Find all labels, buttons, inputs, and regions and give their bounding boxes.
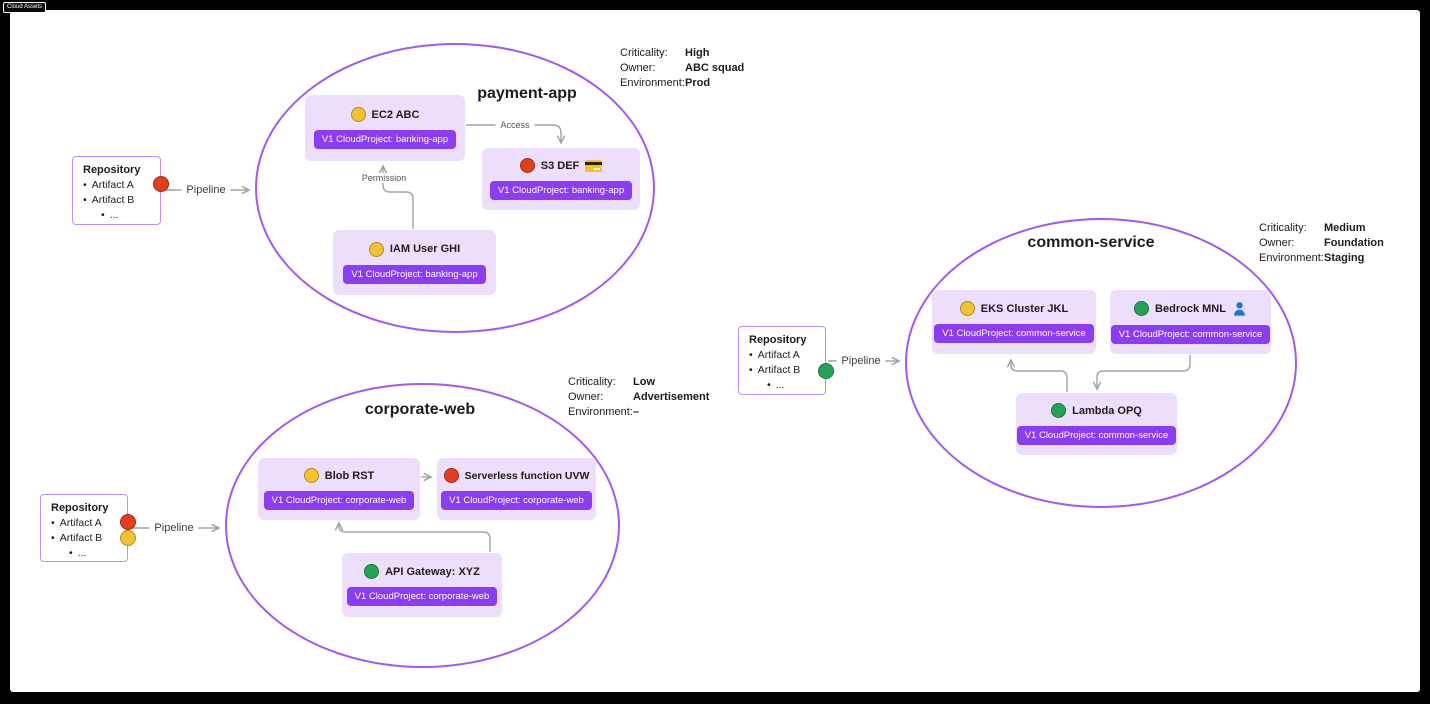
window-tab: Cloud Assets	[3, 2, 47, 13]
meta-value-environment: Staging	[1324, 252, 1365, 264]
meta-corporate-web: Criticality: Low Owner: Advertisement En…	[568, 376, 709, 418]
person-icon	[1234, 301, 1245, 316]
repo-item-artifact-b: Artifact B	[749, 363, 817, 378]
repo-item-artifact-b: Artifact B	[83, 193, 152, 208]
status-dot-red	[443, 468, 459, 483]
node-ec2-abc[interactable]: EC2 ABC V1 CloudProject: banking-app	[305, 95, 465, 161]
repo-item-more: ...	[69, 546, 119, 561]
node-label: Blob RST	[324, 469, 375, 482]
meta-value-environment: –	[633, 406, 640, 418]
repo-item-more: ...	[101, 208, 152, 223]
meta-label-criticality: Criticality:	[568, 376, 616, 388]
cloud-project-badge: V1 CloudProject: banking-app	[313, 130, 457, 149]
meta-label-owner: Owner:	[568, 391, 604, 403]
node-label: EC2 ABC	[371, 108, 420, 121]
artifact-status-dot-red	[120, 514, 136, 530]
cloud-project-badge: V1 CloudProject: banking-app	[489, 181, 633, 200]
group-title-corporate-web: corporate-web	[364, 401, 476, 418]
repo-corporate-web[interactable]: Repository Artifact A Artifact B ...	[40, 494, 136, 562]
node-label: API Gateway: XYZ	[385, 565, 480, 578]
meta-value-owner: Advertisement	[633, 391, 710, 403]
meta-label-owner: Owner:	[620, 62, 656, 74]
group-ellipse-common-service[interactable]	[905, 218, 1297, 508]
cloud-project-badge: V1 CloudProject: common-service	[1110, 324, 1271, 344]
cloud-project-badge: V1 CloudProject: corporate-web	[263, 491, 415, 510]
status-dot-red	[519, 158, 535, 173]
repo-item-artifact-a: Artifact A	[51, 516, 119, 531]
group-title-common-service: common-service	[1027, 234, 1155, 251]
node-label: Lambda OPQ	[1072, 404, 1142, 417]
repo-title: Repository	[749, 334, 807, 346]
cloud-project-badge: V1 CloudProject: banking-app	[343, 264, 486, 284]
meta-payment-app: Criticality: High Owner: ABC squad Envir…	[620, 47, 744, 89]
status-dot-yellow	[368, 241, 384, 257]
node-bedrock-mnl[interactable]: Bedrock MNL V1 CloudProject: common-serv…	[1110, 290, 1271, 354]
artifact-status-dot-yellow	[120, 530, 136, 546]
meta-label-environment: Environment:	[1259, 252, 1324, 264]
pipeline-label: Pipeline	[836, 355, 886, 367]
repo-title: Repository	[51, 502, 109, 514]
node-label: EKS Cluster JKL	[980, 302, 1069, 315]
meta-value-criticality: High	[685, 47, 710, 59]
node-api-gateway-xyz[interactable]: API Gateway: XYZ V1 CloudProject: corpor…	[342, 553, 502, 617]
meta-value-criticality: Medium	[1324, 222, 1366, 234]
meta-value-owner: ABC squad	[685, 62, 745, 74]
pipeline-label: Pipeline	[181, 184, 231, 196]
node-label: Serverless function UVW	[464, 469, 590, 482]
pipeline-label: Pipeline	[149, 522, 199, 534]
meta-label-criticality: Criticality:	[1259, 222, 1307, 234]
meta-label-environment: Environment:	[568, 406, 633, 418]
access-edge-label: Access	[495, 120, 535, 130]
meta-label-environment: Environment:	[620, 77, 685, 89]
meta-common-service: Criticality: Medium Owner: Foundation En…	[1259, 222, 1384, 264]
node-lambda-opq[interactable]: Lambda OPQ V1 CloudProject: common-servi…	[1016, 393, 1177, 455]
permission-edge-label: Permission	[356, 173, 412, 183]
artifact-status-dot-green	[818, 363, 834, 379]
node-serverless-function-uvw[interactable]: Serverless function UVW V1 CloudProject:…	[437, 458, 596, 520]
status-dot-green	[1051, 403, 1067, 418]
status-dot-yellow	[959, 301, 975, 316]
status-dot-green	[364, 564, 380, 579]
cloud-project-badge: V1 CloudProject: common-service	[1016, 426, 1177, 445]
node-eks-cluster-jkl[interactable]: EKS Cluster JKL V1 CloudProject: common-…	[932, 290, 1096, 354]
meta-value-environment: Prod	[685, 77, 711, 89]
cloud-project-badge: V1 CloudProject: corporate-web	[441, 491, 592, 510]
node-label: Bedrock MNL	[1155, 302, 1226, 315]
node-label: S3 DEF	[540, 159, 580, 172]
repo-item-more: ...	[767, 378, 817, 393]
cloud-project-badge: V1 CloudProject: corporate-web	[346, 587, 498, 606]
repo-item-artifact-b: Artifact B	[51, 531, 119, 546]
group-title-payment-app: payment-app	[477, 85, 577, 102]
repo-item-artifact-a: Artifact A	[749, 348, 817, 363]
status-dot-yellow	[350, 107, 366, 122]
meta-value-criticality: Low	[633, 376, 655, 388]
credit-card-icon	[585, 159, 603, 172]
group-ellipse-corporate-web[interactable]	[225, 383, 620, 668]
window-tab-label: Cloud Assets	[7, 4, 43, 10]
repo-payment-app[interactable]: Repository Artifact A Artifact B ...	[72, 156, 169, 225]
artifact-status-dot-red	[153, 176, 169, 192]
group-ellipse-payment-app[interactable]	[255, 43, 655, 333]
status-dot-yellow	[303, 468, 319, 483]
meta-label-owner: Owner:	[1259, 237, 1295, 249]
meta-label-criticality: Criticality:	[620, 47, 668, 59]
node-blob-rst[interactable]: Blob RST V1 CloudProject: corporate-web	[258, 458, 420, 520]
cloud-project-badge: V1 CloudProject: common-service	[934, 324, 1094, 343]
repo-common-service[interactable]: Repository Artifact A Artifact B ...	[738, 326, 834, 395]
repo-title: Repository	[83, 164, 141, 176]
meta-value-owner: Foundation	[1324, 237, 1384, 249]
node-iam-user-ghi[interactable]: IAM User GHI V1 CloudProject: banking-ap…	[333, 230, 496, 295]
status-dot-green	[1134, 301, 1150, 316]
node-label: IAM User GHI	[389, 243, 461, 255]
node-s3-def[interactable]: S3 DEF V1 CloudProject: banking-app	[482, 148, 640, 210]
repo-item-artifact-a: Artifact A	[83, 178, 152, 193]
